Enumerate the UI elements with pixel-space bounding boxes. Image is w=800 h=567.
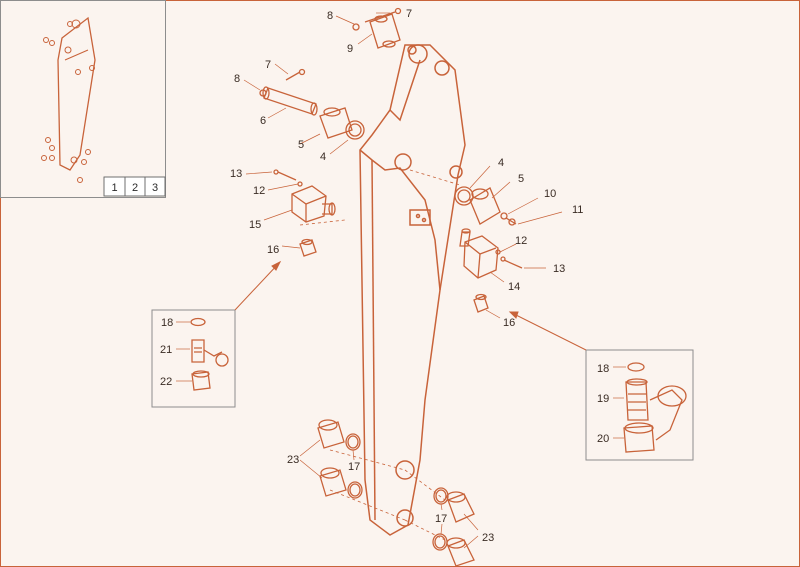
detail-right-label-20: 20 xyxy=(597,433,609,445)
tab-1-label[interactable]: 1 xyxy=(111,182,117,194)
boom-arm xyxy=(359,44,466,536)
detail-left-label-18: 18 xyxy=(161,317,173,329)
callout-23-left: 23 xyxy=(287,454,299,466)
callout-11: 11 xyxy=(572,204,583,216)
mid-pin-assembly xyxy=(259,68,365,140)
callout-16-right: 16 xyxy=(503,317,515,329)
bottom-right-parts xyxy=(432,487,475,567)
callout-13-right: 13 xyxy=(553,263,565,275)
callout-14: 14 xyxy=(508,281,520,293)
section-tabs: 1 2 3 xyxy=(103,176,166,197)
tab-3[interactable] xyxy=(144,176,166,197)
callout-6: 6 xyxy=(260,115,266,127)
callout-16-left: 16 xyxy=(267,244,279,256)
callout-12-left: 12 xyxy=(253,185,265,197)
detail-box-left: 18 21 22 xyxy=(151,309,236,408)
detail-right-label-18: 18 xyxy=(597,363,609,375)
callout-7-mid: 7 xyxy=(265,59,271,71)
assembly-lines xyxy=(299,169,461,541)
callout-8-mid: 8 xyxy=(234,73,240,85)
thumbnail-frame xyxy=(0,0,166,198)
callout-4-left: 4 xyxy=(320,151,326,163)
top-pin-assembly xyxy=(352,7,402,49)
callout-5-left: 5 xyxy=(298,139,304,151)
detail-box-right: 18 19 20 xyxy=(585,349,694,461)
callout-7-top: 7 xyxy=(406,8,412,20)
callout-5-right: 5 xyxy=(518,173,524,185)
callout-17-left: 17 xyxy=(348,461,360,473)
callout-labels: 8 7 9 7 8 6 5 4 4 5 10 11 12 13 14 16 13… xyxy=(230,8,583,544)
callout-9: 9 xyxy=(347,43,353,55)
right-parts xyxy=(454,186,523,313)
callout-12-right: 12 xyxy=(515,235,527,247)
callout-10: 10 xyxy=(544,188,556,200)
callout-8-top: 8 xyxy=(327,10,333,22)
bottom-left-parts xyxy=(317,419,363,499)
detail-left-label-21: 21 xyxy=(160,344,172,356)
callout-17-right: 17 xyxy=(435,513,447,525)
callout-13-left: 13 xyxy=(230,168,242,180)
detail-right-label-19: 19 xyxy=(597,393,609,405)
thumbnail-inset: 1 2 3 xyxy=(0,0,166,198)
tab-2-label[interactable]: 2 xyxy=(132,182,138,194)
callout-4-right: 4 xyxy=(498,157,504,169)
callout-23-right: 23 xyxy=(482,532,494,544)
tab-3-label[interactable]: 3 xyxy=(152,182,158,194)
callout-15: 15 xyxy=(249,219,261,231)
leader-lines xyxy=(243,12,563,549)
detail-arrows xyxy=(234,260,587,351)
left-parts xyxy=(273,169,336,257)
detail-left-label-22: 22 xyxy=(160,376,172,388)
